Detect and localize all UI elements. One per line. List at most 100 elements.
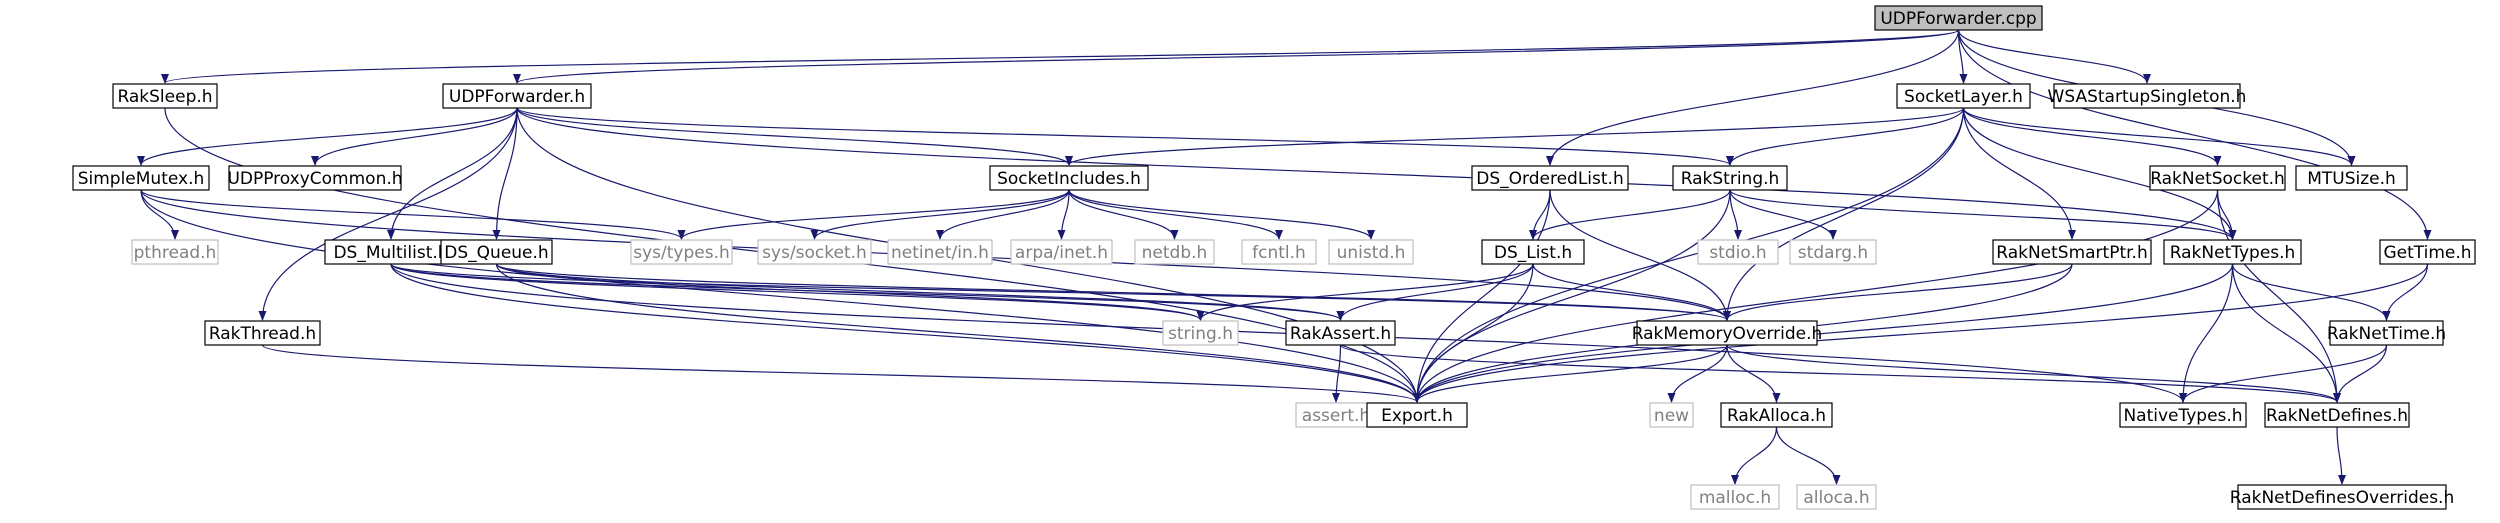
node-ds-queue-h[interactable]: DS_Queue.h (440, 239, 553, 265)
node-label: UDPForwarder.cpp (1880, 9, 2036, 29)
node-socketlayer-h[interactable]: SocketLayer.h (1896, 83, 2031, 109)
edge-udpforwarder_h-to-ds_multilist_h (387, 107, 518, 240)
edge-ds_orderedlist_h-to-export_h (1413, 189, 1551, 403)
node-sys-socket-h: sys/socket.h (757, 239, 872, 265)
node-raknetdefinesoverrides-h[interactable]: RakNetDefinesOverrides.h (2230, 484, 2454, 510)
node-raksleep-h[interactable]: RakSleep.h (112, 83, 218, 109)
node-box (1874, 5, 2043, 31)
edge-raknetsocket_h-to-export_h (1413, 189, 2219, 403)
node-socketincludes-h[interactable]: SocketIncludes.h (989, 165, 1149, 191)
node-label: RakMemoryOverride.h (1632, 324, 1823, 344)
node-box (2264, 402, 2410, 428)
node-export-h[interactable]: Export.h (1366, 402, 1468, 428)
node-box (1295, 402, 1377, 428)
edge-socketlayer_h-to-rakstring_h (1726, 107, 1965, 166)
node-box (1672, 165, 1788, 191)
node-label: new (1654, 406, 1689, 426)
node-raknettypes-h[interactable]: RakNetTypes.h (2163, 239, 2302, 265)
node-label: pthread.h (134, 243, 217, 263)
node-rakmemoryoverride-h[interactable]: RakMemoryOverride.h (1632, 320, 1823, 346)
node-rakalloca-h[interactable]: RakAlloca.h (1720, 402, 1833, 428)
edge-rakstring_h-to-ds_list_h (1529, 189, 1731, 240)
node-rakassert-h[interactable]: RakAssert.h (1285, 320, 1396, 346)
node-label: string.h (1168, 324, 1233, 344)
edge-ds_multilist_h-to-string_h (390, 263, 1205, 321)
node-box (440, 239, 553, 265)
node-box (887, 239, 993, 265)
node-box (1636, 320, 1818, 346)
edge-rakthread_h-to-export_h (261, 344, 1421, 403)
node-box (1285, 320, 1396, 346)
node-label: RakSleep.h (117, 87, 212, 107)
node-unistd-h: unistd.h (1328, 239, 1414, 265)
node-rakstring-h[interactable]: RakString.h (1672, 165, 1788, 191)
node-box (204, 320, 321, 346)
node-box (1134, 239, 1215, 265)
edge-socketincludes_h-to-netinet_in_h (936, 189, 1070, 240)
node-simplemutex-h[interactable]: SimpleMutex.h (72, 165, 210, 191)
edge-gettime_h-to-export_h (1413, 263, 2429, 403)
node-box (2053, 83, 2241, 109)
node-raknetsocket-h[interactable]: RakNetSocket.h (2149, 165, 2286, 191)
node-raknetdefines-h[interactable]: RakNetDefines.h (2264, 402, 2410, 428)
node-ds-orderedlist-h[interactable]: DS_OrderedList.h (1471, 165, 1629, 191)
node-label: WSAStartupSingleton.h (2048, 87, 2247, 107)
edge-simplemutex_h-to-sys_types_h (140, 189, 686, 240)
node-gettime-h[interactable]: GetTime.h (2379, 239, 2476, 265)
edge-udpforwarder_h-to-simplemutex_h (137, 107, 518, 166)
edge-socketlayer_h-to-raknetsmartptr_h (1962, 107, 2076, 240)
node-label: stdarg.h (1798, 243, 1868, 263)
edge-raknetsmartptr_h-to-rakmemoryoverride_h (1723, 263, 2073, 321)
edge-ds_orderedlist_h-to-rakmemoryoverride_h (1549, 189, 1731, 321)
node-ds-multilist-h[interactable]: DS_Multilist.h (324, 239, 458, 265)
node-raknettime-h[interactable]: RakNetTime.h (2327, 320, 2446, 346)
node-box (1720, 402, 1833, 428)
node-box (324, 239, 458, 265)
node-rakthread-h[interactable]: RakThread.h (204, 320, 321, 346)
node-label: SocketIncludes.h (997, 169, 1141, 189)
edge-udpforwarder_h-to-udpproxycommon_h (311, 107, 518, 166)
node-wsastartup-h[interactable]: WSAStartupSingleton.h (2048, 83, 2247, 109)
node-label: DS_List.h (1494, 243, 1572, 263)
node-box (2149, 165, 2286, 191)
edge-udpforwarder_h-to-raknettypes_h (516, 107, 2237, 240)
node-ds-list-h[interactable]: DS_List.h (1481, 239, 1585, 265)
edge-rakstring_h-to-stdarg_h (1729, 189, 1837, 240)
node-label: RakNetDefinesOverrides.h (2230, 488, 2454, 508)
node-assert-h: assert.h (1295, 402, 1377, 428)
node-box (2237, 484, 2447, 510)
node-box (757, 239, 872, 265)
node-udpproxycommon-h[interactable]: UDPProxyCommon.h (227, 165, 403, 191)
edge-ds_queue_h-to-string_h (495, 263, 1205, 321)
edge-socketincludes_h-to-sys_types_h (677, 189, 1070, 240)
node-arpa-inet-h: arpa/inet.h (1010, 239, 1113, 265)
node-nativetypes-h[interactable]: NativeTypes.h (2119, 402, 2247, 428)
node-label: arpa/inet.h (1015, 243, 1108, 263)
edge-ds_list_h-to-rakassert_h (1336, 263, 1534, 321)
node-new: new (1649, 402, 1694, 428)
node-box (1992, 239, 2152, 265)
node-label: MTUSize.h (2307, 169, 2396, 189)
node-box (2163, 239, 2302, 265)
node-label: RakNetTypes.h (2170, 243, 2296, 263)
node-stdio-h: stdio.h (1697, 239, 1779, 265)
edge-rakassert_h-to-raknetdefines_h (1339, 344, 2341, 403)
node-label: fcntl.h (1252, 243, 1306, 263)
node-label: malloc.h (1699, 488, 1771, 508)
node-raknetsmartptr-h[interactable]: RakNetSmartPtr.h (1992, 239, 2152, 265)
node-string-h: string.h (1162, 320, 1239, 346)
node-udpforwarder-h[interactable]: UDPForwarder.h (442, 83, 592, 109)
node-box (72, 165, 210, 191)
node-box (1649, 402, 1694, 428)
node-mtusize-h[interactable]: MTUSize.h (2295, 165, 2408, 191)
edge-ds_queue_h-to-export_h (495, 263, 1421, 403)
node-label: assert.h (1302, 406, 1370, 426)
node-box (989, 165, 1149, 191)
node-label: netdb.h (1142, 243, 1208, 263)
node-label: RakNetSocket.h (2150, 169, 2285, 189)
node-label: RakNetDefines.h (2266, 406, 2408, 426)
node-label: RakString.h (1681, 169, 1780, 189)
edge-rakstring_h-to-raknettypes_h (1729, 189, 2237, 240)
node-udpforwarder-cpp[interactable]: UDPForwarder.cpp (1874, 5, 2043, 31)
